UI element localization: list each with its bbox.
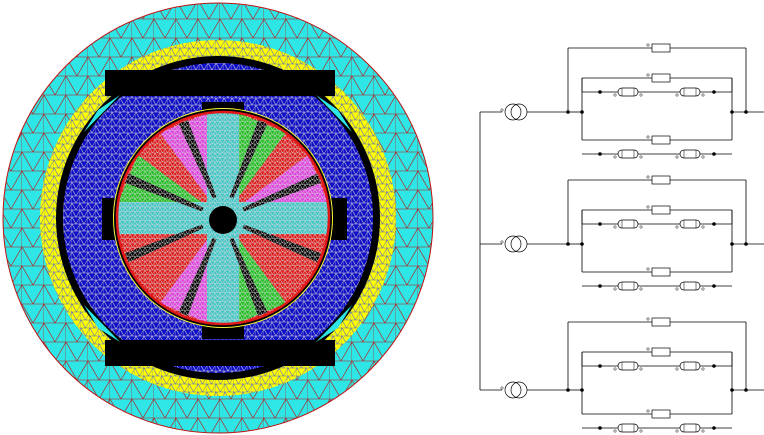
- corner-block: [105, 70, 335, 96]
- terminal-marker: [639, 155, 643, 159]
- junction-dot: [598, 364, 602, 368]
- coil-icon: [679, 423, 701, 433]
- terminal-marker: [675, 225, 679, 229]
- terminal-marker: [500, 240, 504, 244]
- terminal-marker: [701, 367, 705, 371]
- terminal-marker: [675, 429, 679, 433]
- junction-dot: [598, 284, 602, 288]
- terminal-marker: [701, 225, 705, 229]
- junction-dot: [712, 426, 716, 430]
- junction-dot: [598, 426, 602, 430]
- coil-icon: [617, 219, 639, 229]
- coil-icon: [679, 281, 701, 291]
- terminal-marker: [675, 155, 679, 159]
- terminal-marker: [675, 367, 679, 371]
- terminal-marker: [500, 386, 504, 390]
- terminal-marker: [613, 429, 617, 433]
- terminal-marker: [646, 175, 650, 179]
- terminal-marker: [639, 93, 643, 97]
- terminal-marker: [701, 93, 705, 97]
- coil-icon: [679, 87, 701, 97]
- coil-icon: [617, 149, 639, 159]
- terminal-marker: [613, 225, 617, 229]
- terminal-marker: [639, 429, 643, 433]
- terminal-marker: [613, 155, 617, 159]
- cyan-wedge: [84, 95, 120, 132]
- terminal-marker: [701, 429, 705, 433]
- coil-icon: [617, 361, 639, 371]
- terminal-marker: [646, 135, 650, 139]
- terminal-marker: [613, 287, 617, 291]
- junction-dot: [744, 388, 748, 392]
- resistor-icon: [651, 135, 671, 145]
- resistor-icon: [651, 43, 671, 53]
- corner-block: [105, 340, 335, 366]
- terminal-marker: [646, 347, 650, 351]
- terminal-marker: [675, 93, 679, 97]
- resistor-icon: [651, 409, 671, 419]
- circuit-root: [479, 43, 764, 433]
- rotor-shaft: [209, 206, 237, 234]
- terminal-marker: [675, 287, 679, 291]
- resistor-icon: [651, 347, 671, 357]
- current-source-icon: [504, 103, 522, 121]
- resistor-icon: [651, 205, 671, 215]
- terminal-marker: [646, 409, 650, 413]
- coil-icon: [679, 219, 701, 229]
- junction-dot: [712, 152, 716, 156]
- terminal-marker: [613, 367, 617, 371]
- junction-dot: [744, 110, 748, 114]
- coil-icon: [679, 149, 701, 159]
- coil-icon: [617, 281, 639, 291]
- rotor-outline: [115, 110, 331, 326]
- terminal-marker: [646, 43, 650, 47]
- resistor-icon: [651, 73, 671, 83]
- current-source-icon: [504, 235, 522, 253]
- junction-dot: [712, 90, 716, 94]
- resistor-icon: [651, 317, 671, 327]
- coil-icon: [679, 361, 701, 371]
- terminal-marker: [646, 73, 650, 77]
- circuit-schematic: [479, 43, 764, 433]
- terminal-marker: [639, 225, 643, 229]
- fe-mesh-cross-section: [2, 2, 434, 434]
- terminal-marker: [639, 367, 643, 371]
- junction-dot: [744, 242, 748, 246]
- junction-dot: [712, 364, 716, 368]
- terminal-marker: [639, 287, 643, 291]
- terminal-marker: [646, 205, 650, 209]
- junction-dot: [598, 90, 602, 94]
- junction-dot: [598, 152, 602, 156]
- junction-dot: [712, 222, 716, 226]
- terminal-marker: [500, 108, 504, 112]
- terminal-marker: [701, 287, 705, 291]
- coil-icon: [617, 423, 639, 433]
- resistor-icon: [651, 175, 671, 185]
- junction-dot: [598, 222, 602, 226]
- terminal-marker: [646, 267, 650, 271]
- junction-dot: [712, 284, 716, 288]
- cyan-wedge: [316, 95, 352, 132]
- cyan-wedge: [84, 305, 120, 342]
- cyan-wedge: [316, 305, 352, 342]
- current-source-icon: [504, 381, 522, 399]
- terminal-marker: [646, 317, 650, 321]
- coil-icon: [617, 87, 639, 97]
- terminal-marker: [613, 93, 617, 97]
- resistor-icon: [651, 267, 671, 277]
- terminal-marker: [701, 155, 705, 159]
